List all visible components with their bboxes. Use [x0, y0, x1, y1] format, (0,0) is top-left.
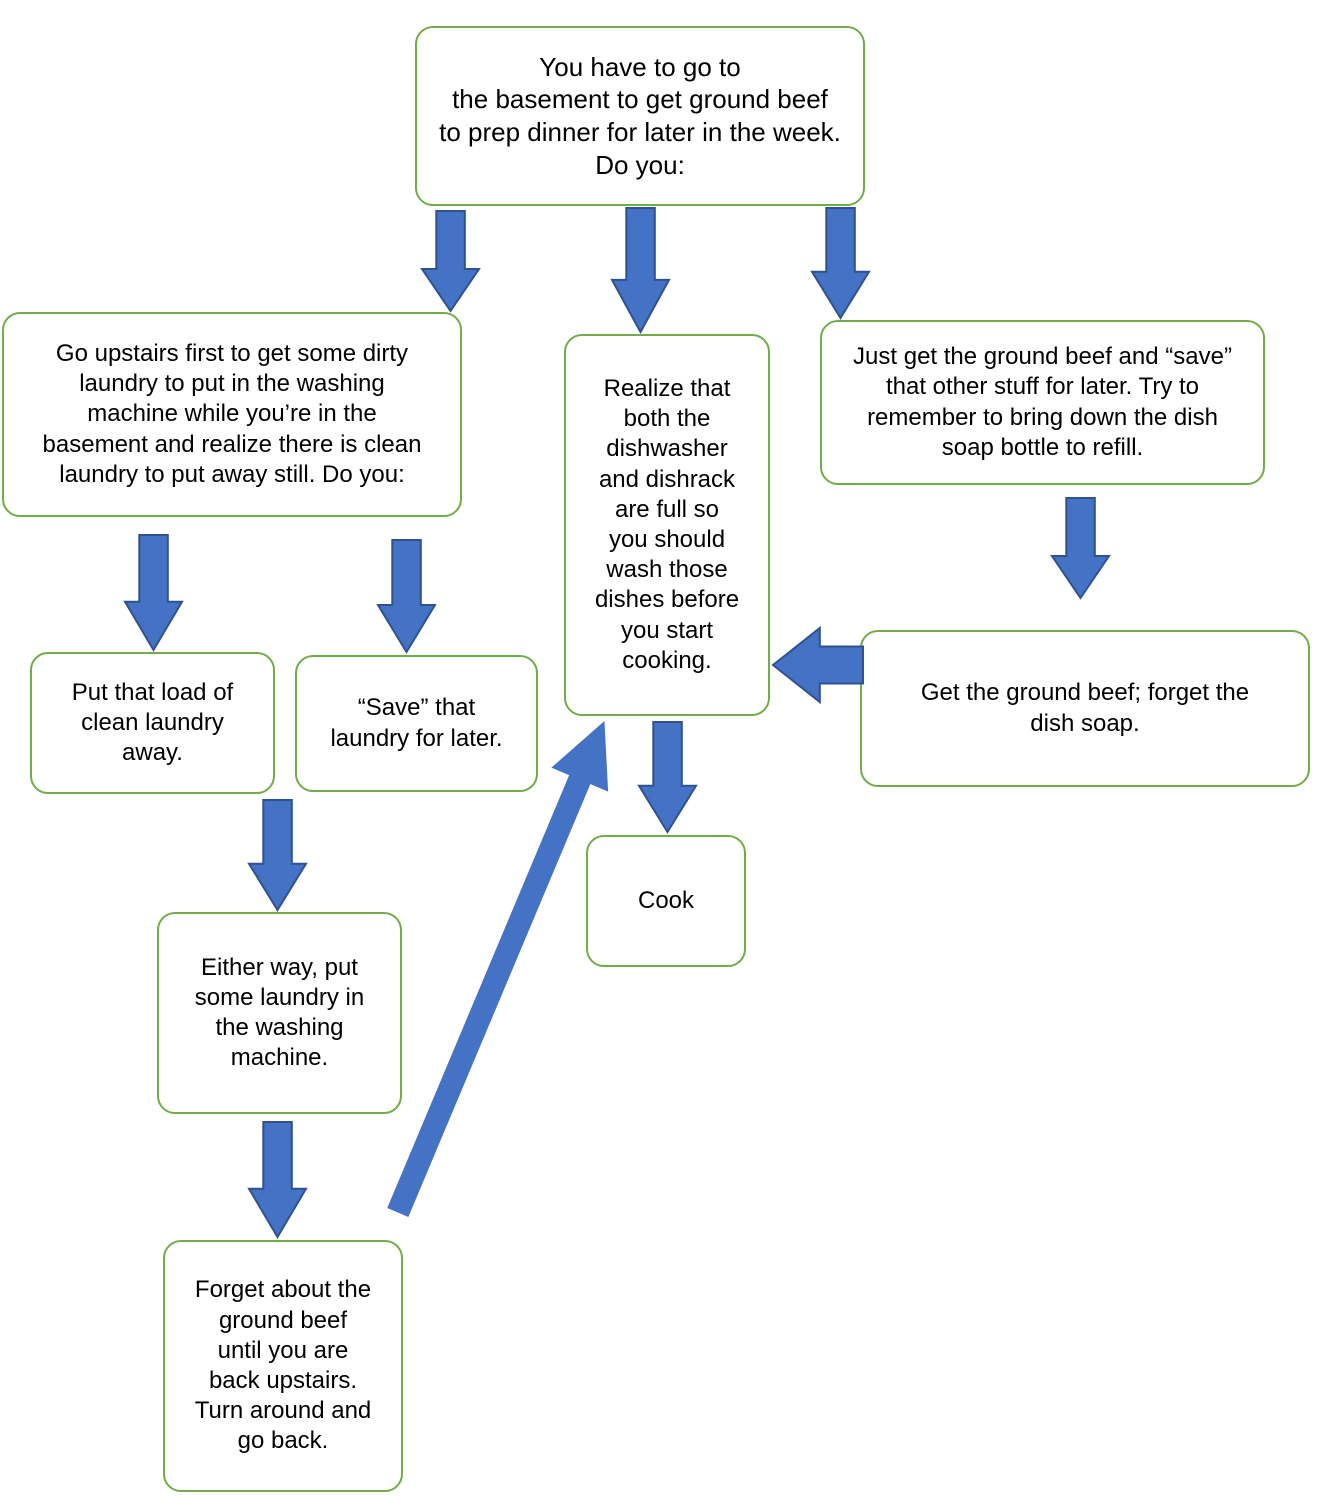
- node-cook[interactable]: Cook: [586, 835, 746, 967]
- node-get-beef-forget-soap[interactable]: Get the ground beef; forget the dish soa…: [860, 630, 1310, 787]
- node-put-laundry-away[interactable]: Put that load of clean laundry away.: [30, 652, 275, 794]
- arrow-start-to-just-get-beef: [810, 207, 871, 320]
- arrow-get-beef-to-realize-dishes: [771, 625, 864, 705]
- arrow-forget-beef-to-realize-dishes: [358, 682, 644, 1252]
- node-save-laundry[interactable]: “Save” that laundry for later.: [295, 655, 538, 792]
- arrow-laundry-to-either-way: [247, 799, 308, 912]
- arrow-realize-to-cook: [637, 721, 698, 834]
- node-go-upstairs-first[interactable]: Go upstairs first to get some dirty laun…: [2, 312, 462, 517]
- node-realize-dishes[interactable]: Realize that both the dishwasher and dis…: [564, 334, 770, 716]
- arrow-start-to-upstairs-first: [420, 210, 481, 313]
- arrow-upstairs-to-save-laundry: [376, 539, 437, 654]
- arrow-just-get-beef-to-get-beef: [1050, 497, 1111, 600]
- arrow-either-way-to-forget-beef: [247, 1121, 308, 1239]
- node-forget-beef[interactable]: Forget about the ground beef until you a…: [163, 1240, 403, 1492]
- node-either-way-laundry[interactable]: Either way, put some laundry in the wash…: [157, 912, 402, 1114]
- node-just-get-beef[interactable]: Just get the ground beef and “save” that…: [820, 320, 1265, 485]
- arrow-upstairs-to-put-laundry-away: [123, 534, 184, 652]
- node-start[interactable]: You have to go to the basement to get gr…: [415, 26, 865, 206]
- arrow-start-to-realize-dishes: [610, 207, 671, 335]
